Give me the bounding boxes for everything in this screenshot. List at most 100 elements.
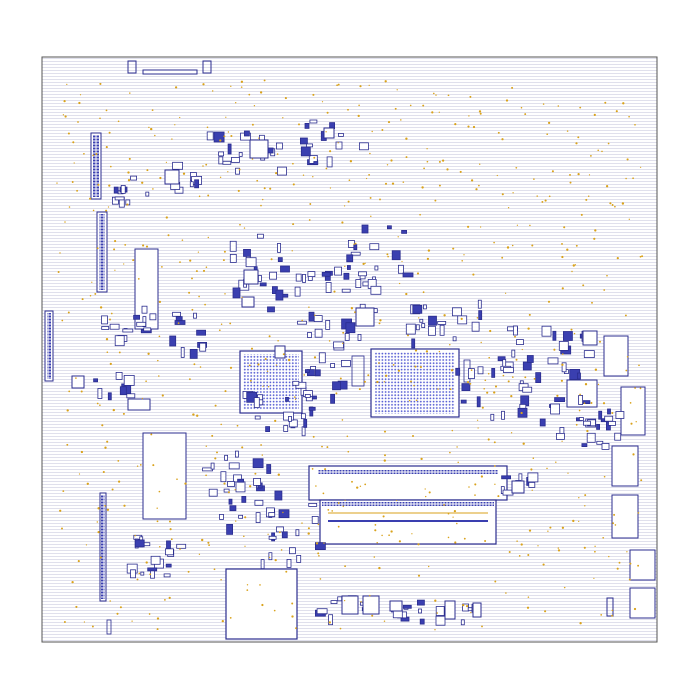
via xyxy=(174,86,178,89)
via xyxy=(337,83,340,86)
smd-component xyxy=(418,608,422,614)
via xyxy=(528,529,532,532)
via xyxy=(556,394,559,397)
via xyxy=(461,260,463,262)
via xyxy=(369,196,372,199)
via xyxy=(514,335,516,338)
via xyxy=(466,381,470,384)
right-connectors xyxy=(566,335,656,619)
smd-component xyxy=(93,378,98,383)
via xyxy=(268,335,271,338)
smd-component xyxy=(308,502,318,507)
smd-component xyxy=(502,359,507,367)
via xyxy=(156,628,159,631)
smd-component xyxy=(231,156,240,163)
via xyxy=(96,521,99,523)
via xyxy=(280,549,283,551)
via xyxy=(611,609,614,612)
smd-component xyxy=(268,512,276,517)
via xyxy=(331,510,334,512)
smd-component xyxy=(149,313,157,321)
via xyxy=(191,277,193,280)
via xyxy=(401,260,403,263)
via xyxy=(615,110,618,113)
via xyxy=(408,399,411,402)
via xyxy=(641,255,644,258)
via xyxy=(127,171,130,174)
via xyxy=(205,163,208,166)
via xyxy=(544,199,547,202)
via xyxy=(584,494,587,497)
via xyxy=(427,565,430,568)
via xyxy=(434,599,437,602)
via xyxy=(405,156,408,159)
smd-component xyxy=(309,119,318,124)
smd-component xyxy=(235,167,240,175)
via xyxy=(414,349,418,352)
via xyxy=(561,440,563,442)
via xyxy=(420,457,423,461)
via xyxy=(75,605,78,608)
via xyxy=(254,472,257,475)
via xyxy=(639,166,642,168)
via xyxy=(241,446,244,449)
via xyxy=(253,105,256,107)
smd-component xyxy=(136,321,147,327)
smd-component xyxy=(437,320,447,325)
smd-component xyxy=(241,495,247,503)
via xyxy=(325,167,328,170)
via xyxy=(496,174,498,177)
via xyxy=(198,195,201,198)
via xyxy=(67,132,70,135)
smd-component xyxy=(304,369,310,374)
via xyxy=(603,475,606,478)
via xyxy=(168,520,172,523)
main-connector xyxy=(308,465,508,545)
via xyxy=(587,195,590,198)
via xyxy=(566,130,569,132)
via xyxy=(158,375,160,377)
via xyxy=(68,206,71,208)
via xyxy=(527,596,530,598)
via xyxy=(117,120,120,123)
via xyxy=(466,605,469,608)
via xyxy=(66,409,69,412)
via xyxy=(477,427,479,429)
via xyxy=(425,350,429,353)
via xyxy=(337,502,340,504)
smd-component xyxy=(313,161,319,165)
smd-component xyxy=(582,400,591,405)
via xyxy=(181,239,184,241)
via xyxy=(292,223,295,226)
smd-component xyxy=(229,253,237,263)
smd-component xyxy=(402,272,414,278)
via xyxy=(216,451,218,454)
via xyxy=(594,545,596,547)
smd-component xyxy=(528,481,536,488)
via xyxy=(546,467,548,470)
via xyxy=(426,257,430,261)
via xyxy=(614,524,617,526)
via xyxy=(419,213,421,216)
via xyxy=(537,545,539,547)
smd-component xyxy=(607,408,611,415)
via xyxy=(520,106,523,109)
via xyxy=(417,543,420,546)
smd-component xyxy=(539,418,546,427)
via xyxy=(578,497,580,499)
smd-component xyxy=(235,481,246,493)
via xyxy=(438,111,440,113)
via xyxy=(432,92,435,95)
via xyxy=(92,154,95,157)
via xyxy=(494,385,498,388)
ic-chip xyxy=(164,169,180,185)
smd-component xyxy=(286,559,292,568)
via xyxy=(220,423,222,426)
via xyxy=(516,224,519,226)
via xyxy=(68,390,71,393)
via xyxy=(501,256,504,259)
smd-component xyxy=(260,559,265,569)
via xyxy=(504,292,507,294)
via xyxy=(106,440,109,443)
via xyxy=(501,193,504,196)
